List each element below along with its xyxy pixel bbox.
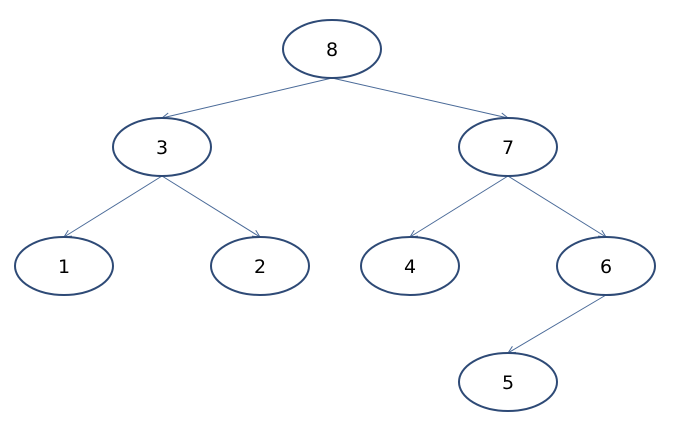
edge-3-to-2 bbox=[161, 175, 261, 238]
node-label: 6 bbox=[600, 256, 612, 278]
node-label: 1 bbox=[58, 256, 70, 278]
tree-node-2: 2 bbox=[210, 236, 310, 296]
arrowhead-icon bbox=[507, 346, 517, 354]
node-label: 4 bbox=[404, 256, 416, 278]
tree-node-3: 3 bbox=[112, 117, 212, 177]
arrowhead-icon bbox=[597, 229, 607, 238]
tree-node-7: 7 bbox=[458, 117, 558, 177]
edge-7-to-4 bbox=[409, 175, 509, 238]
edge-line bbox=[161, 77, 333, 119]
edge-7-to-6 bbox=[507, 175, 607, 238]
node-label: 8 bbox=[326, 39, 338, 61]
edge-8-to-3 bbox=[160, 77, 333, 121]
node-ellipse bbox=[360, 236, 460, 296]
node-label: 7 bbox=[502, 137, 514, 159]
edge-line bbox=[161, 175, 261, 238]
tree-node-1: 1 bbox=[14, 236, 114, 296]
edge-line bbox=[331, 77, 509, 119]
edge-line bbox=[409, 175, 509, 238]
node-label: 3 bbox=[156, 137, 168, 159]
arrowhead-icon bbox=[63, 229, 73, 238]
arrowhead-icon bbox=[409, 229, 419, 238]
edge-line bbox=[507, 175, 607, 238]
edge-6-to-5 bbox=[507, 294, 607, 354]
tree-node-6: 6 bbox=[556, 236, 656, 296]
edge-line bbox=[507, 294, 607, 354]
edge-line bbox=[63, 175, 163, 238]
edge-8-to-7 bbox=[331, 77, 510, 121]
node-ellipse bbox=[14, 236, 114, 296]
node-ellipse bbox=[210, 236, 310, 296]
node-ellipse bbox=[556, 236, 656, 296]
edge-3-to-1 bbox=[63, 175, 163, 238]
tree-node-8: 8 bbox=[282, 19, 382, 79]
nodes-layer: 8 3 7 1 2 4 6 5 bbox=[14, 19, 656, 412]
node-label: 2 bbox=[254, 256, 266, 278]
node-ellipse bbox=[458, 352, 558, 412]
tree-node-5: 5 bbox=[458, 352, 558, 412]
node-ellipse bbox=[458, 117, 558, 177]
node-ellipse bbox=[112, 117, 212, 177]
arrowhead-icon bbox=[251, 229, 261, 238]
node-label: 5 bbox=[502, 372, 514, 394]
node-ellipse bbox=[282, 19, 382, 79]
tree-node-4: 4 bbox=[360, 236, 460, 296]
